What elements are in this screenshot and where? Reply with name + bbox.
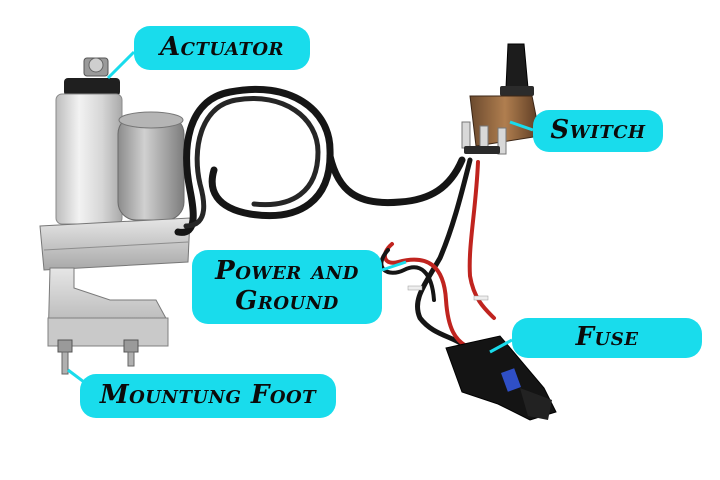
- callout-switch: Switch: [533, 110, 663, 152]
- actuator-bolt-head: [88, 57, 104, 73]
- power-lead-red: [382, 242, 468, 348]
- switch-wire-red: [467, 160, 496, 320]
- callout-fuse: Fuse: [512, 318, 702, 358]
- fuse-blue-insert: [501, 368, 521, 392]
- mounting-foot-bolts: [57, 339, 139, 375]
- callout-switch-text: Switch: [550, 115, 646, 146]
- callout-mounting-foot: Mountung Foot: [80, 374, 336, 418]
- switch-wire-black: [414, 157, 473, 347]
- callout-actuator-text: Actuator: [159, 32, 285, 63]
- actuator-gearbox: [39, 217, 191, 271]
- actuator-motor: [117, 115, 185, 221]
- callout-fuse-text: Fuse: [575, 322, 639, 353]
- actuator-motor-end: [118, 111, 184, 129]
- toggle-switch-illustration: [461, 43, 541, 155]
- switch-terminals: [461, 121, 507, 155]
- actuator-illustration: [39, 57, 191, 375]
- ground-lead-black: [379, 248, 436, 302]
- actuator-tube: [55, 93, 123, 225]
- cable-to-switch: [326, 152, 466, 207]
- callout-power-ground: Power and Ground: [192, 250, 382, 324]
- callout-power-line1: Power and: [215, 256, 359, 287]
- actuator-cable-loop: [174, 85, 334, 236]
- actuator-black-cap: [64, 78, 120, 96]
- fuse-holder-illustration: [445, 335, 557, 421]
- switch-lever: [505, 43, 529, 89]
- callout-mounting-foot-text: Mountung Foot: [99, 380, 317, 411]
- callout-power-line2: Ground: [235, 286, 339, 316]
- callout-actuator: Actuator: [134, 26, 310, 70]
- cable-bundle: [174, 85, 496, 348]
